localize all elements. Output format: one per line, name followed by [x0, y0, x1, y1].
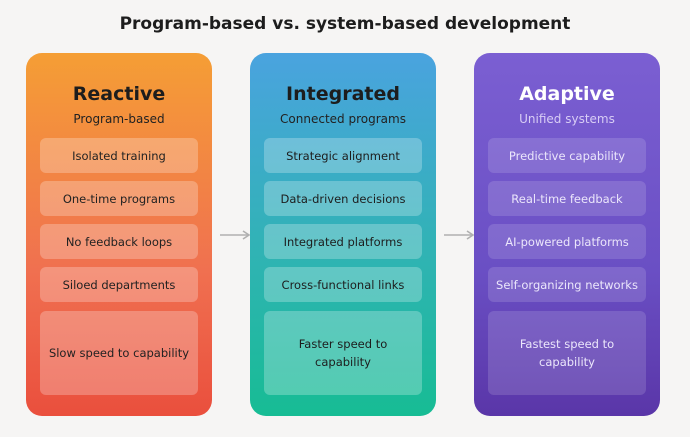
column-item: One-time programs	[40, 181, 198, 216]
column-item: Real-time feedback	[488, 181, 646, 216]
column-item: Self-organizing networks	[488, 267, 646, 302]
column-item: Data-driven decisions	[264, 181, 422, 216]
column-item: Integrated platforms	[264, 224, 422, 259]
column-item-speed: Fastest speed to capability	[488, 311, 646, 395]
column-reactive: Reactive Program-based Isolated training…	[26, 53, 212, 416]
column-item: No feedback loops	[40, 224, 198, 259]
column-item-speed: Faster speed to capability	[264, 311, 422, 395]
column-subtitle: Connected programs	[280, 112, 406, 126]
column-integrated: Integrated Connected programs Strategic …	[250, 53, 436, 416]
column-item: Isolated training	[40, 138, 198, 173]
arrow-right-icon	[444, 230, 475, 240]
column-subtitle: Unified systems	[519, 112, 615, 126]
diagram-title: Program-based vs. system-based developme…	[119, 14, 571, 34]
column-item-speed: Slow speed to capability	[40, 311, 198, 395]
arrow-right-icon	[220, 230, 251, 240]
column-title: Adaptive	[519, 83, 615, 105]
column-item: AI-powered platforms	[488, 224, 646, 259]
column-subtitle: Program-based	[73, 112, 165, 126]
column-item: Strategic alignment	[264, 138, 422, 173]
column-item: Cross-functional links	[264, 267, 422, 302]
column-title: Reactive	[72, 83, 166, 105]
column-adaptive: Adaptive Unified systems Predictive capa…	[474, 53, 660, 416]
column-item: Predictive capability	[488, 138, 646, 173]
column-item: Siloed departments	[40, 267, 198, 302]
column-title: Integrated	[286, 83, 400, 105]
